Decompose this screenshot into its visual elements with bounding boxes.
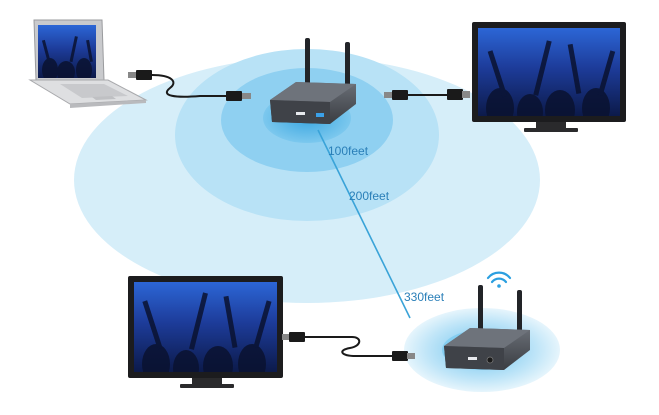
wireless-receiver-icon [444,285,530,370]
wireless-transmitter-icon [270,38,356,124]
transmitter-cable [384,89,470,100]
monitor-bottom-left-icon [128,276,283,388]
monitor-top-right-icon [472,22,626,132]
laptop-cable [128,70,251,101]
range-label-100feet: 100feet [328,144,369,158]
range-label-200feet: 200feet [349,189,390,203]
link-line [317,129,411,319]
receiver-cable [282,332,415,361]
laptop-icon [28,19,148,108]
range-label-330feet: 330feet [404,290,445,304]
wifi-icon [486,271,512,288]
